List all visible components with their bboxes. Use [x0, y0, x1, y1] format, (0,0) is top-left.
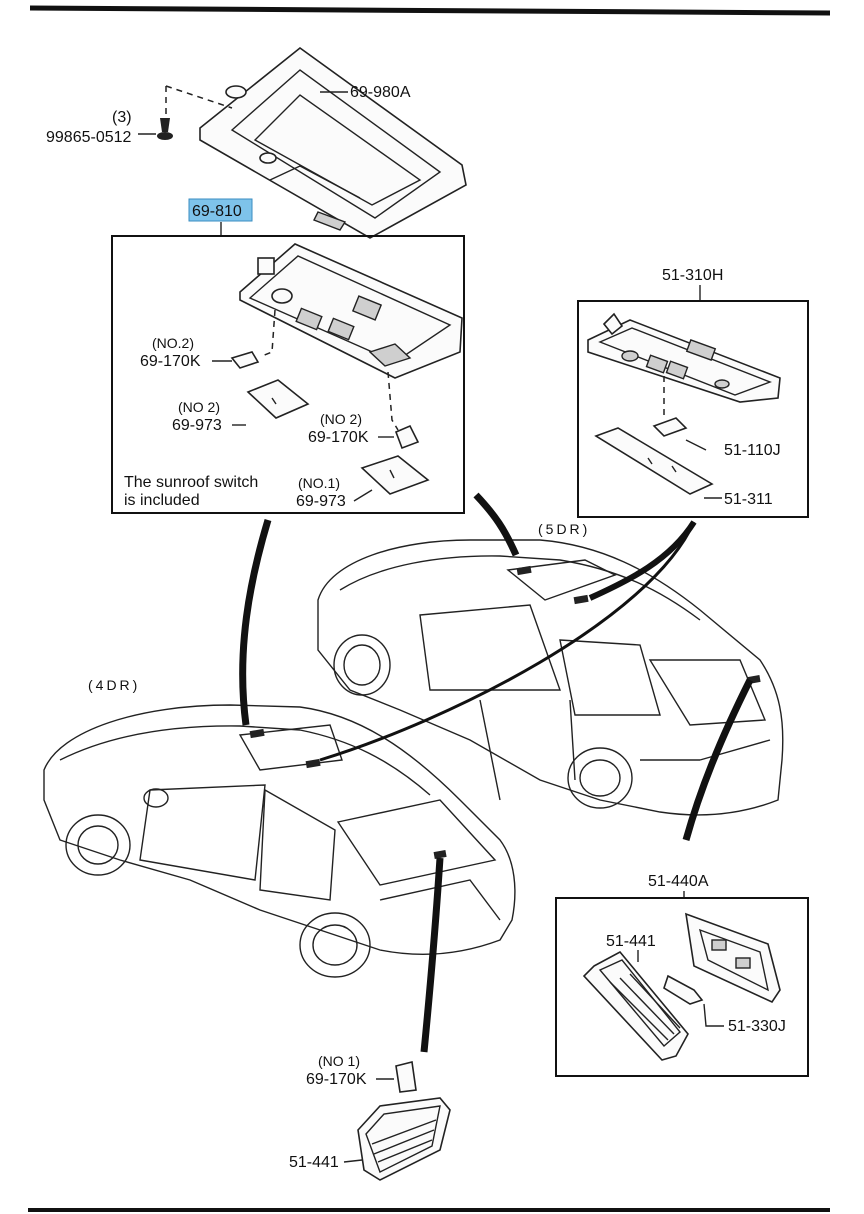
screw-icon — [157, 118, 173, 140]
bulb-icon — [230, 351, 260, 369]
screw-qty-label: (3) — [112, 109, 132, 126]
part-label-69-810[interactable]: 69-810 — [192, 203, 242, 220]
bulb-icon — [663, 974, 704, 1005]
part-label-69-973-b: 69-973 — [296, 493, 346, 510]
bulb-icon — [395, 1061, 417, 1093]
note-no2-c: (NO 2) — [320, 411, 362, 427]
cargo-lamp-drawing — [357, 1097, 451, 1181]
top-rule — [29, 5, 831, 16]
bulb-icon — [394, 424, 420, 450]
lamp-housing-drawing — [685, 912, 781, 1004]
bulb-guide-2 — [387, 371, 399, 431]
part-label-69-170k-c: 69-170K — [306, 1071, 367, 1088]
box-69-810 — [111, 235, 465, 514]
part-label-69-973-a: 69-973 — [172, 417, 222, 434]
bulb-guide-1 — [261, 309, 276, 357]
note-sunroof-line2: is included — [124, 492, 200, 509]
note-no2-b: (NO 2) — [178, 399, 220, 415]
callout-lines — [239, 492, 754, 1053]
overhead-bracket-drawing — [199, 46, 467, 239]
leader-51-441-b — [343, 1159, 363, 1163]
car-label-5dr: (5DR) — [538, 521, 590, 537]
lens-icon — [246, 379, 310, 419]
four-door-car-drawing — [43, 704, 516, 978]
note-no1: (NO.1) — [298, 475, 340, 491]
leader-51-330j — [703, 1003, 724, 1027]
note-no2-a: (NO.2) — [152, 335, 194, 351]
part-label-99865-0512: 99865-0512 — [46, 129, 132, 146]
part-label-51-441-b: 51-441 — [289, 1154, 339, 1171]
part-label-51-110j: 51-110J — [724, 442, 781, 459]
part-label-69-170k-a: 69-170K — [140, 353, 201, 370]
room-lamp-drawing — [587, 312, 781, 403]
lens-icon — [360, 455, 430, 495]
part-label-51-440a[interactable]: 51-440A — [648, 873, 709, 890]
leader-69-973-b — [353, 489, 373, 502]
map-lamp-drawing — [239, 243, 463, 379]
five-door-car-drawing — [317, 539, 784, 816]
note-no1-b: (NO 1) — [318, 1053, 360, 1069]
part-label-51-310h[interactable]: 51-310H — [662, 267, 723, 284]
car-label-4dr: (4DR) — [88, 677, 140, 693]
leader-51-110j — [685, 439, 707, 451]
part-label-51-330j: 51-330J — [728, 1018, 786, 1035]
part-label-69-170k-b: 69-170K — [308, 429, 369, 446]
bulb-icon — [652, 417, 688, 437]
part-label-51-441-a: 51-441 — [606, 933, 656, 950]
box-51-440a — [555, 897, 809, 1077]
note-sunroof-line1: The sunroof switch — [124, 474, 258, 491]
screw-guide-line — [165, 85, 233, 109]
part-label-69-980a: 69-980A — [350, 84, 411, 101]
highlight-69-810 — [188, 198, 253, 222]
lens-icon — [582, 950, 689, 1061]
lens-icon — [594, 427, 714, 495]
part-label-51-311: 51-311 — [724, 491, 773, 508]
box-51-310h — [577, 300, 809, 518]
